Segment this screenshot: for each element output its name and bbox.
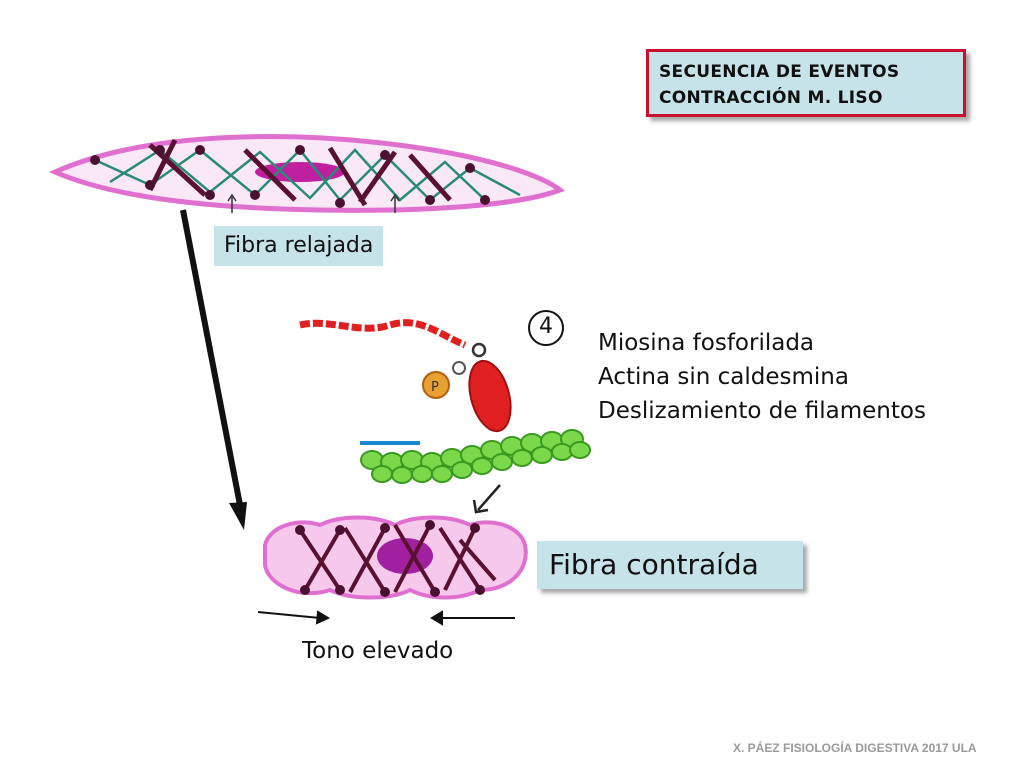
contracted-fiber — [263, 515, 528, 600]
myosin-tail — [299, 319, 467, 349]
tone-arrow-left — [257, 611, 321, 619]
title-line-1: SECUENCIA DE EVENTOS — [659, 62, 900, 82]
relaxed-fiber-label: Fibra relajada — [214, 226, 384, 266]
relaxed-fiber-dense-bodies — [90, 145, 490, 208]
myosin-light-chain — [452, 361, 466, 375]
myosin-head — [468, 359, 512, 433]
event-item: Actina sin caldesmina — [598, 364, 849, 390]
tone-label: Tono elevado — [302, 638, 454, 664]
footer-credit: X. PÁEZ FISIOLOGÍA DIGESTIVA 2017 ULA — [733, 741, 977, 755]
myosin-actin-illustration: P — [299, 319, 591, 514]
phosphate-icon — [422, 371, 450, 399]
title-line-2: CONTRACCIÓN M. LISO — [659, 88, 883, 108]
relaxed-fiber — [48, 134, 566, 213]
pointer-arrow — [472, 484, 501, 514]
contracted-fiber-filaments — [298, 523, 497, 594]
contracted-fiber-label: Fibra contraída — [537, 541, 803, 589]
transition-arrow — [180, 209, 247, 530]
event-item: Miosina fosforilada — [598, 330, 815, 356]
event-item: Deslizamiento de filamentos — [598, 398, 926, 424]
tone-arrows — [257, 610, 515, 626]
contracted-fiber-dense-bodies — [295, 520, 485, 597]
event-list: Miosina fosforilada Actina sin caldesmin… — [598, 326, 926, 428]
step-number-badge: 4 — [528, 310, 564, 346]
actin-filament — [360, 429, 591, 484]
myosin-neck-circle — [471, 342, 487, 358]
relaxed-fiber-small-arrows — [227, 193, 400, 213]
phosphate-label: P — [431, 380, 439, 395]
title-box: SECUENCIA DE EVENTOS CONTRACCIÓN M. LISO — [646, 49, 966, 117]
